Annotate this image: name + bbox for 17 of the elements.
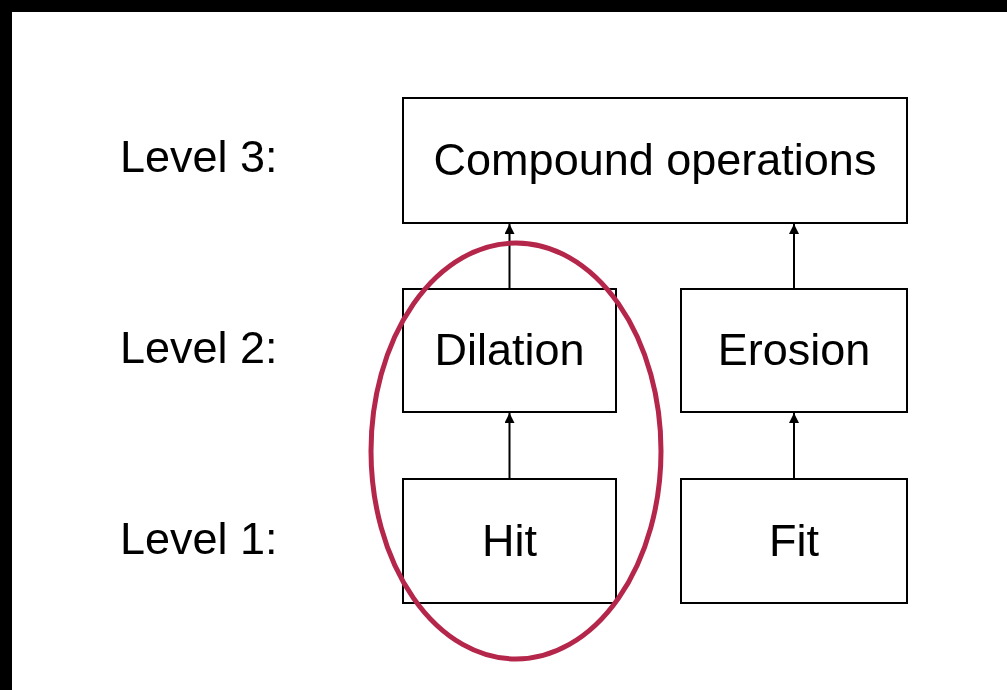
process-box xyxy=(402,478,617,604)
arrow xyxy=(504,223,515,289)
box-label: Hit xyxy=(482,513,537,568)
level-label: Level 3: xyxy=(120,131,278,183)
arrow xyxy=(789,412,799,479)
box-label: Erosion xyxy=(717,323,871,378)
process-box xyxy=(680,288,908,413)
process-box xyxy=(680,478,908,604)
box-label: Compound operations xyxy=(433,133,877,188)
arrow xyxy=(789,223,799,289)
level-label: Level 2: xyxy=(120,322,278,374)
process-box xyxy=(402,288,617,413)
box-label: Fit xyxy=(769,513,819,568)
box-label: Dilation xyxy=(434,323,585,378)
process-box xyxy=(402,97,908,224)
arrow xyxy=(504,412,515,479)
level-label: Level 1: xyxy=(120,513,278,565)
